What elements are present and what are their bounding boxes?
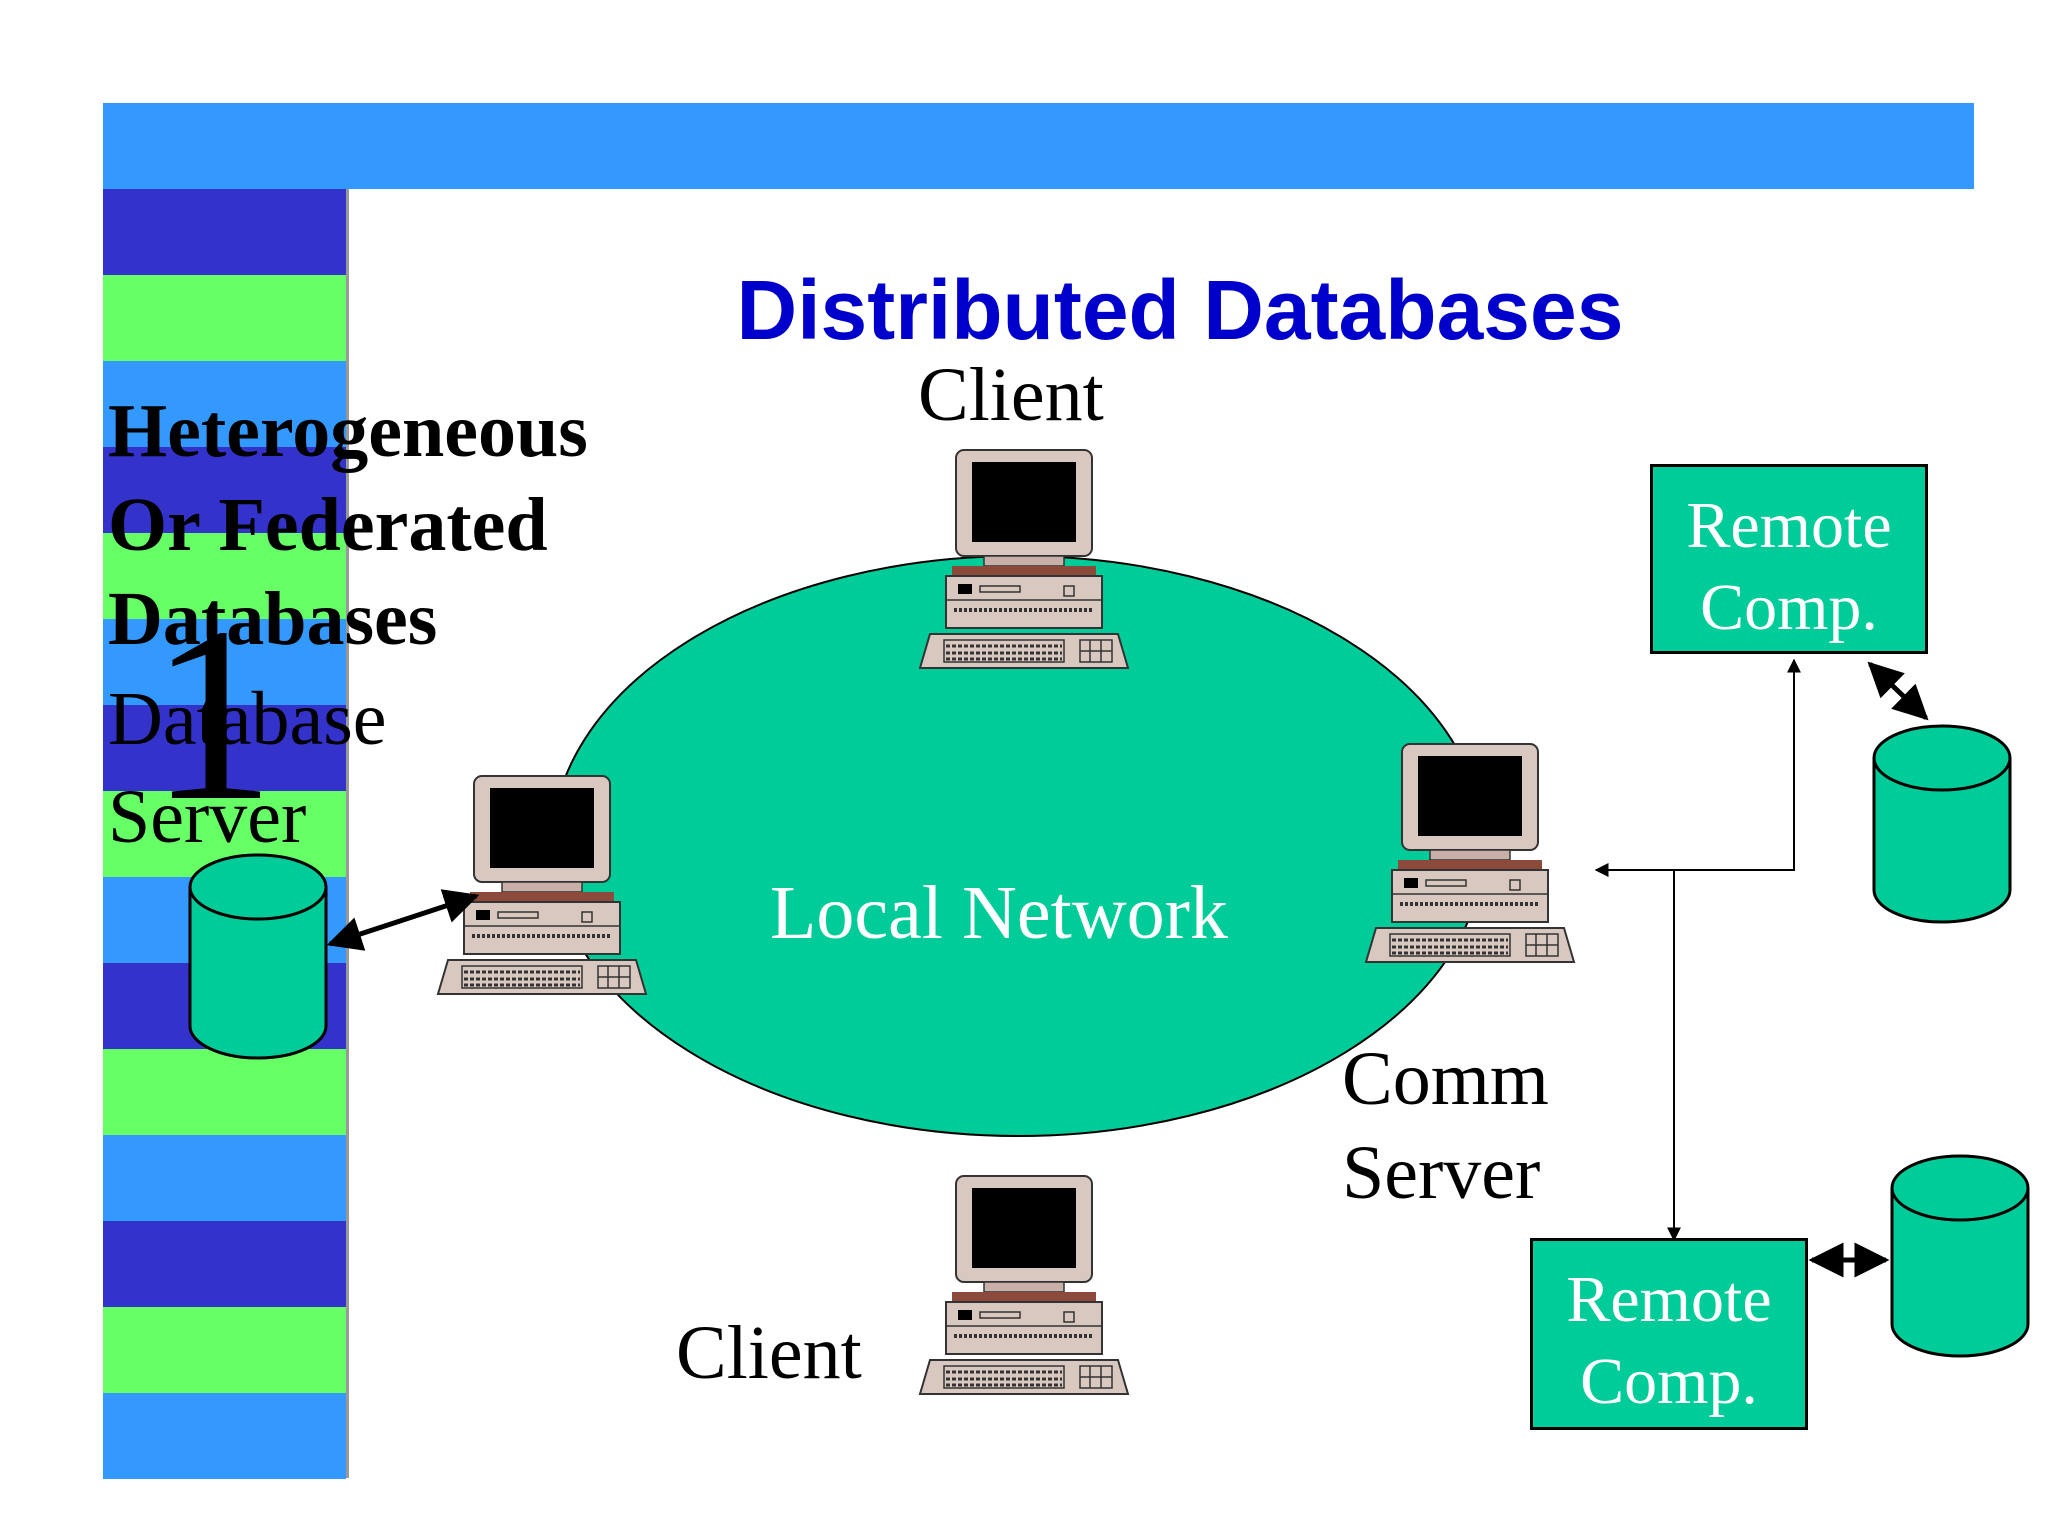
comm-to-remote-top-arrow [1594, 658, 1801, 877]
stripe-blue [103, 619, 346, 705]
remote-top-label-line-1: Remote [1686, 489, 1892, 562]
heading-line-2: Or Federated [108, 483, 548, 567]
top-banner-bar [103, 103, 1974, 189]
heading-line-1: Heterogeneous [108, 389, 588, 473]
database-server-cylinder [188, 853, 328, 1060]
heading-line-3: Databases [108, 577, 438, 661]
remote-bottom-label-line-2: Comp. [1580, 1345, 1758, 1418]
remote-comp-box-bottom: Remote Comp. [1530, 1238, 1808, 1430]
left-stripe-bar [103, 189, 349, 1479]
stripe-dark [103, 705, 346, 791]
comm-server-label-line-2: Server [1342, 1131, 1541, 1215]
stripe-green [103, 533, 346, 619]
slide-number: 1 [150, 576, 275, 853]
client-computer-bottom [918, 1174, 1130, 1396]
page-title: Distributed Databases [736, 263, 1624, 357]
stripe-dark [103, 1221, 346, 1307]
remote-db-cylinder-bottom [1890, 1154, 2030, 1358]
db-server-link-arrow [326, 889, 480, 951]
stripe-dark [103, 447, 346, 533]
stripe-blue [103, 1135, 346, 1221]
remote-bottom-label-line-1: Remote [1566, 1263, 1772, 1336]
stripe-dark [103, 189, 346, 275]
db-server-label-line-1: Database [108, 677, 387, 761]
client-bottom-label: Client [676, 1311, 862, 1395]
stripe-blue [103, 1393, 346, 1479]
remote-db-cylinder-top [1872, 724, 2012, 924]
remote-comp-box-top: Remote Comp. [1650, 464, 1928, 654]
local-network-label: Local Network [770, 871, 1228, 955]
remote-top-db-arrow [1867, 661, 1929, 721]
client-top-label: Client [918, 353, 1104, 437]
remote-top-label-line-2: Comp. [1700, 571, 1878, 644]
stripe-blue [103, 361, 346, 447]
stripe-green [103, 1307, 346, 1393]
db-server-label-line-2: Server [108, 775, 307, 859]
comm-server-label-line-1: Comm [1342, 1037, 1549, 1121]
stripe-green [103, 275, 346, 361]
stripe-green [103, 1049, 346, 1135]
